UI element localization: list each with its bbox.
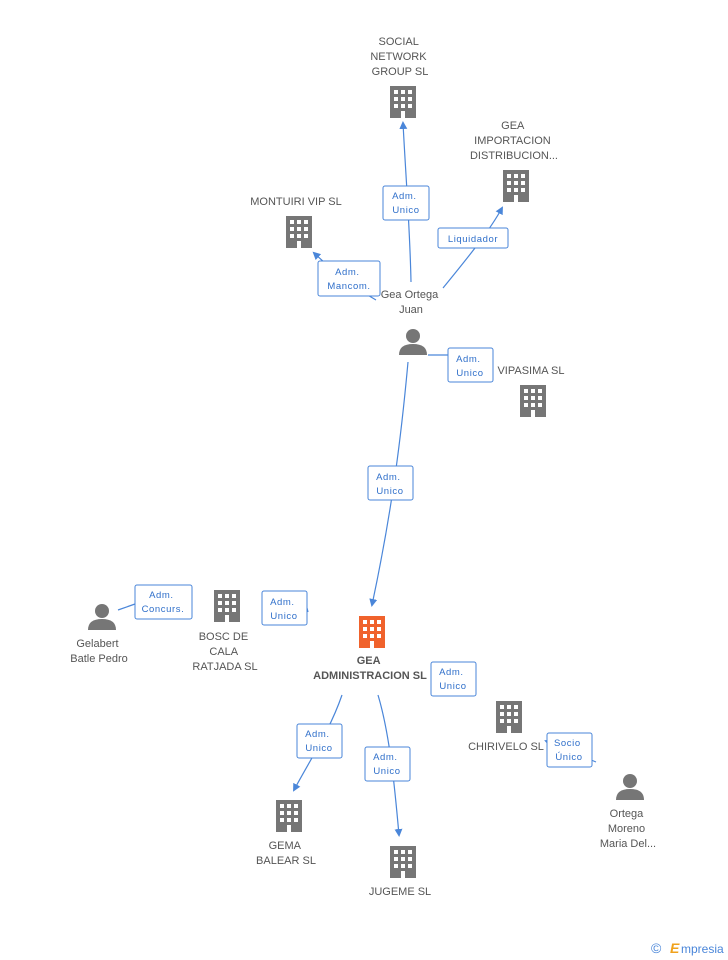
badge-line: Unico <box>270 611 297 622</box>
node-label: JUGEME SL <box>369 886 431 898</box>
node-label: VIPASIMA SL <box>497 365 564 377</box>
badge-line: Adm. <box>439 667 464 678</box>
node-montuiri-vip[interactable]: MONTUIRI VIP SL <box>250 196 342 248</box>
badge-text: Liquidador <box>448 234 498 245</box>
node-ortega-moreno-maria[interactable]: Ortega Moreno Maria Del... <box>600 774 656 850</box>
relation-badge-juan-gea-admin[interactable]: Adm. Unico <box>367 465 414 501</box>
badge-line: Unico <box>392 205 419 216</box>
badge-line: Adm. <box>392 191 417 202</box>
badge-line: Adm. <box>149 590 174 601</box>
badge-line: Unico <box>439 681 466 692</box>
brand-name: mpresia <box>681 942 724 956</box>
badge-text: Adm. Unico <box>373 752 401 777</box>
brand-initial: E <box>670 940 680 956</box>
node-label: Gea Ortega Juan <box>381 289 442 316</box>
badge-text: Adm. Unico <box>270 597 298 622</box>
label-line: RATJADA SL <box>192 661 257 673</box>
label-line: DISTRIBUCION... <box>470 150 558 162</box>
label-line: Batle Pedro <box>70 653 127 665</box>
badge-line: Adm. <box>270 597 295 608</box>
badge-text: Adm. Mancom. <box>327 267 370 292</box>
label-line: Juan <box>399 304 423 316</box>
badge-line: Único <box>555 752 582 763</box>
node-chirivelo[interactable]: CHIRIVELO SL <box>468 701 544 753</box>
label-line: SOCIAL <box>378 36 418 48</box>
relation-badge-juan-vipasima[interactable]: Adm. Unico <box>447 347 494 383</box>
relation-badge-juan-social[interactable]: Adm. Unico <box>382 185 430 221</box>
label-line: VIPASIMA SL <box>497 365 564 377</box>
edge-gelabert-bosc <box>117 603 136 611</box>
label-line: Ortega <box>610 808 645 820</box>
node-jugeme[interactable]: JUGEME SL <box>369 846 431 898</box>
label-line: NETWORK <box>370 51 427 63</box>
badge-line: Mancom. <box>327 281 370 292</box>
node-label: GEA IMPORTACION DISTRIBUCION... <box>470 120 558 162</box>
node-label: Ortega Moreno Maria Del... <box>600 808 656 850</box>
relation-badge-ortega-chirivelo[interactable]: Socio Único <box>546 732 593 768</box>
label-line: GROUP SL <box>372 66 429 78</box>
node-social-network-group[interactable]: SOCIAL NETWORK GROUP SL <box>370 36 429 118</box>
badge-text: Adm. Unico <box>439 667 467 692</box>
badge-text: Adm. Unico <box>376 472 404 497</box>
label-line: CALA <box>209 646 238 658</box>
label-line: Maria Del... <box>600 838 656 850</box>
relation-badge-juan-importacion[interactable]: Liquidador <box>437 227 509 249</box>
badge-line: Adm. <box>335 267 360 278</box>
label-line: JUGEME SL <box>369 886 431 898</box>
relation-badge-juan-montuiri[interactable]: Adm. Mancom. <box>317 260 381 297</box>
badge-line: Unico <box>373 766 400 777</box>
label-line: ADMINISTRACION SL <box>313 670 427 682</box>
node-vipasima[interactable]: VIPASIMA SL <box>497 365 565 417</box>
badge-text: Adm. Unico <box>305 729 333 754</box>
node-gema-balear[interactable]: GEMA BALEAR SL <box>256 800 316 867</box>
node-gea-importacion[interactable]: GEA IMPORTACION DISTRIBUCION... <box>470 120 558 202</box>
node-gea-administracion[interactable]: GEA ADMINISTRACION SL <box>313 616 427 682</box>
relation-badge-gea-admin-gema[interactable]: Adm. Unico <box>296 723 343 759</box>
label-line: GEMA <box>269 840 302 852</box>
label-line: Gea Ortega <box>381 289 439 301</box>
badge-line: Socio <box>554 738 581 749</box>
relation-badge-gelabert-bosc[interactable]: Adm. Concurs. <box>134 584 193 620</box>
relation-badge-bosc-gea-admin[interactable]: Adm. Unico <box>261 590 308 626</box>
badge-text: Socio Único <box>554 738 584 763</box>
node-gea-ortega-juan[interactable]: Gea Ortega Juan <box>381 289 442 355</box>
node-label: CHIRIVELO SL <box>468 741 544 753</box>
node-gelabert-batle-pedro[interactable]: Gelabert Batle Pedro <box>70 604 128 665</box>
node-label: BOSC DE CALA RATJADA SL <box>192 631 257 673</box>
node-label: GEMA BALEAR SL <box>256 840 316 867</box>
node-bosc-de-cala-ratjada[interactable]: BOSC DE CALA RATJADA SL <box>192 590 258 673</box>
edges <box>117 121 597 837</box>
node-label: GEA ADMINISTRACION SL <box>313 655 427 682</box>
copyright-symbol: © <box>651 940 662 956</box>
badge-line: Liquidador <box>448 234 498 245</box>
label-line: CHIRIVELO SL <box>468 741 544 753</box>
label-line: BOSC DE <box>199 631 249 643</box>
node-label: Gelabert Batle Pedro <box>70 638 127 665</box>
label-line: Gelabert <box>76 638 118 650</box>
label-line: BALEAR SL <box>256 855 316 867</box>
label-line: MONTUIRI VIP SL <box>250 196 341 208</box>
badge-line: Concurs. <box>142 604 185 615</box>
badge-line: Unico <box>456 368 483 379</box>
badge-line: Adm. <box>456 354 481 365</box>
badge-line: Unico <box>305 743 332 754</box>
label-line: Moreno <box>608 823 645 835</box>
badge-line: Unico <box>376 486 403 497</box>
badge-text: Adm. Concurs. <box>142 590 185 615</box>
badge-text: Adm. Unico <box>392 191 420 216</box>
label-line: GEA <box>501 120 525 132</box>
node-label: SOCIAL NETWORK GROUP SL <box>370 36 429 78</box>
badge-text: Adm. Unico <box>456 354 484 379</box>
label-line: IMPORTACION <box>474 135 551 147</box>
empresia-watermark: © E mpresia <box>651 940 724 956</box>
relation-badge-gea-admin-chirivelo[interactable]: Adm. Unico <box>430 661 477 697</box>
badge-line: Adm. <box>305 729 330 740</box>
badge-line: Adm. <box>376 472 401 483</box>
badge-line: Adm. <box>373 752 398 763</box>
label-line: GEA <box>357 655 381 667</box>
node-label: MONTUIRI VIP SL <box>250 196 341 208</box>
relation-badge-gea-admin-jugeme[interactable]: Adm. Unico <box>364 746 411 782</box>
